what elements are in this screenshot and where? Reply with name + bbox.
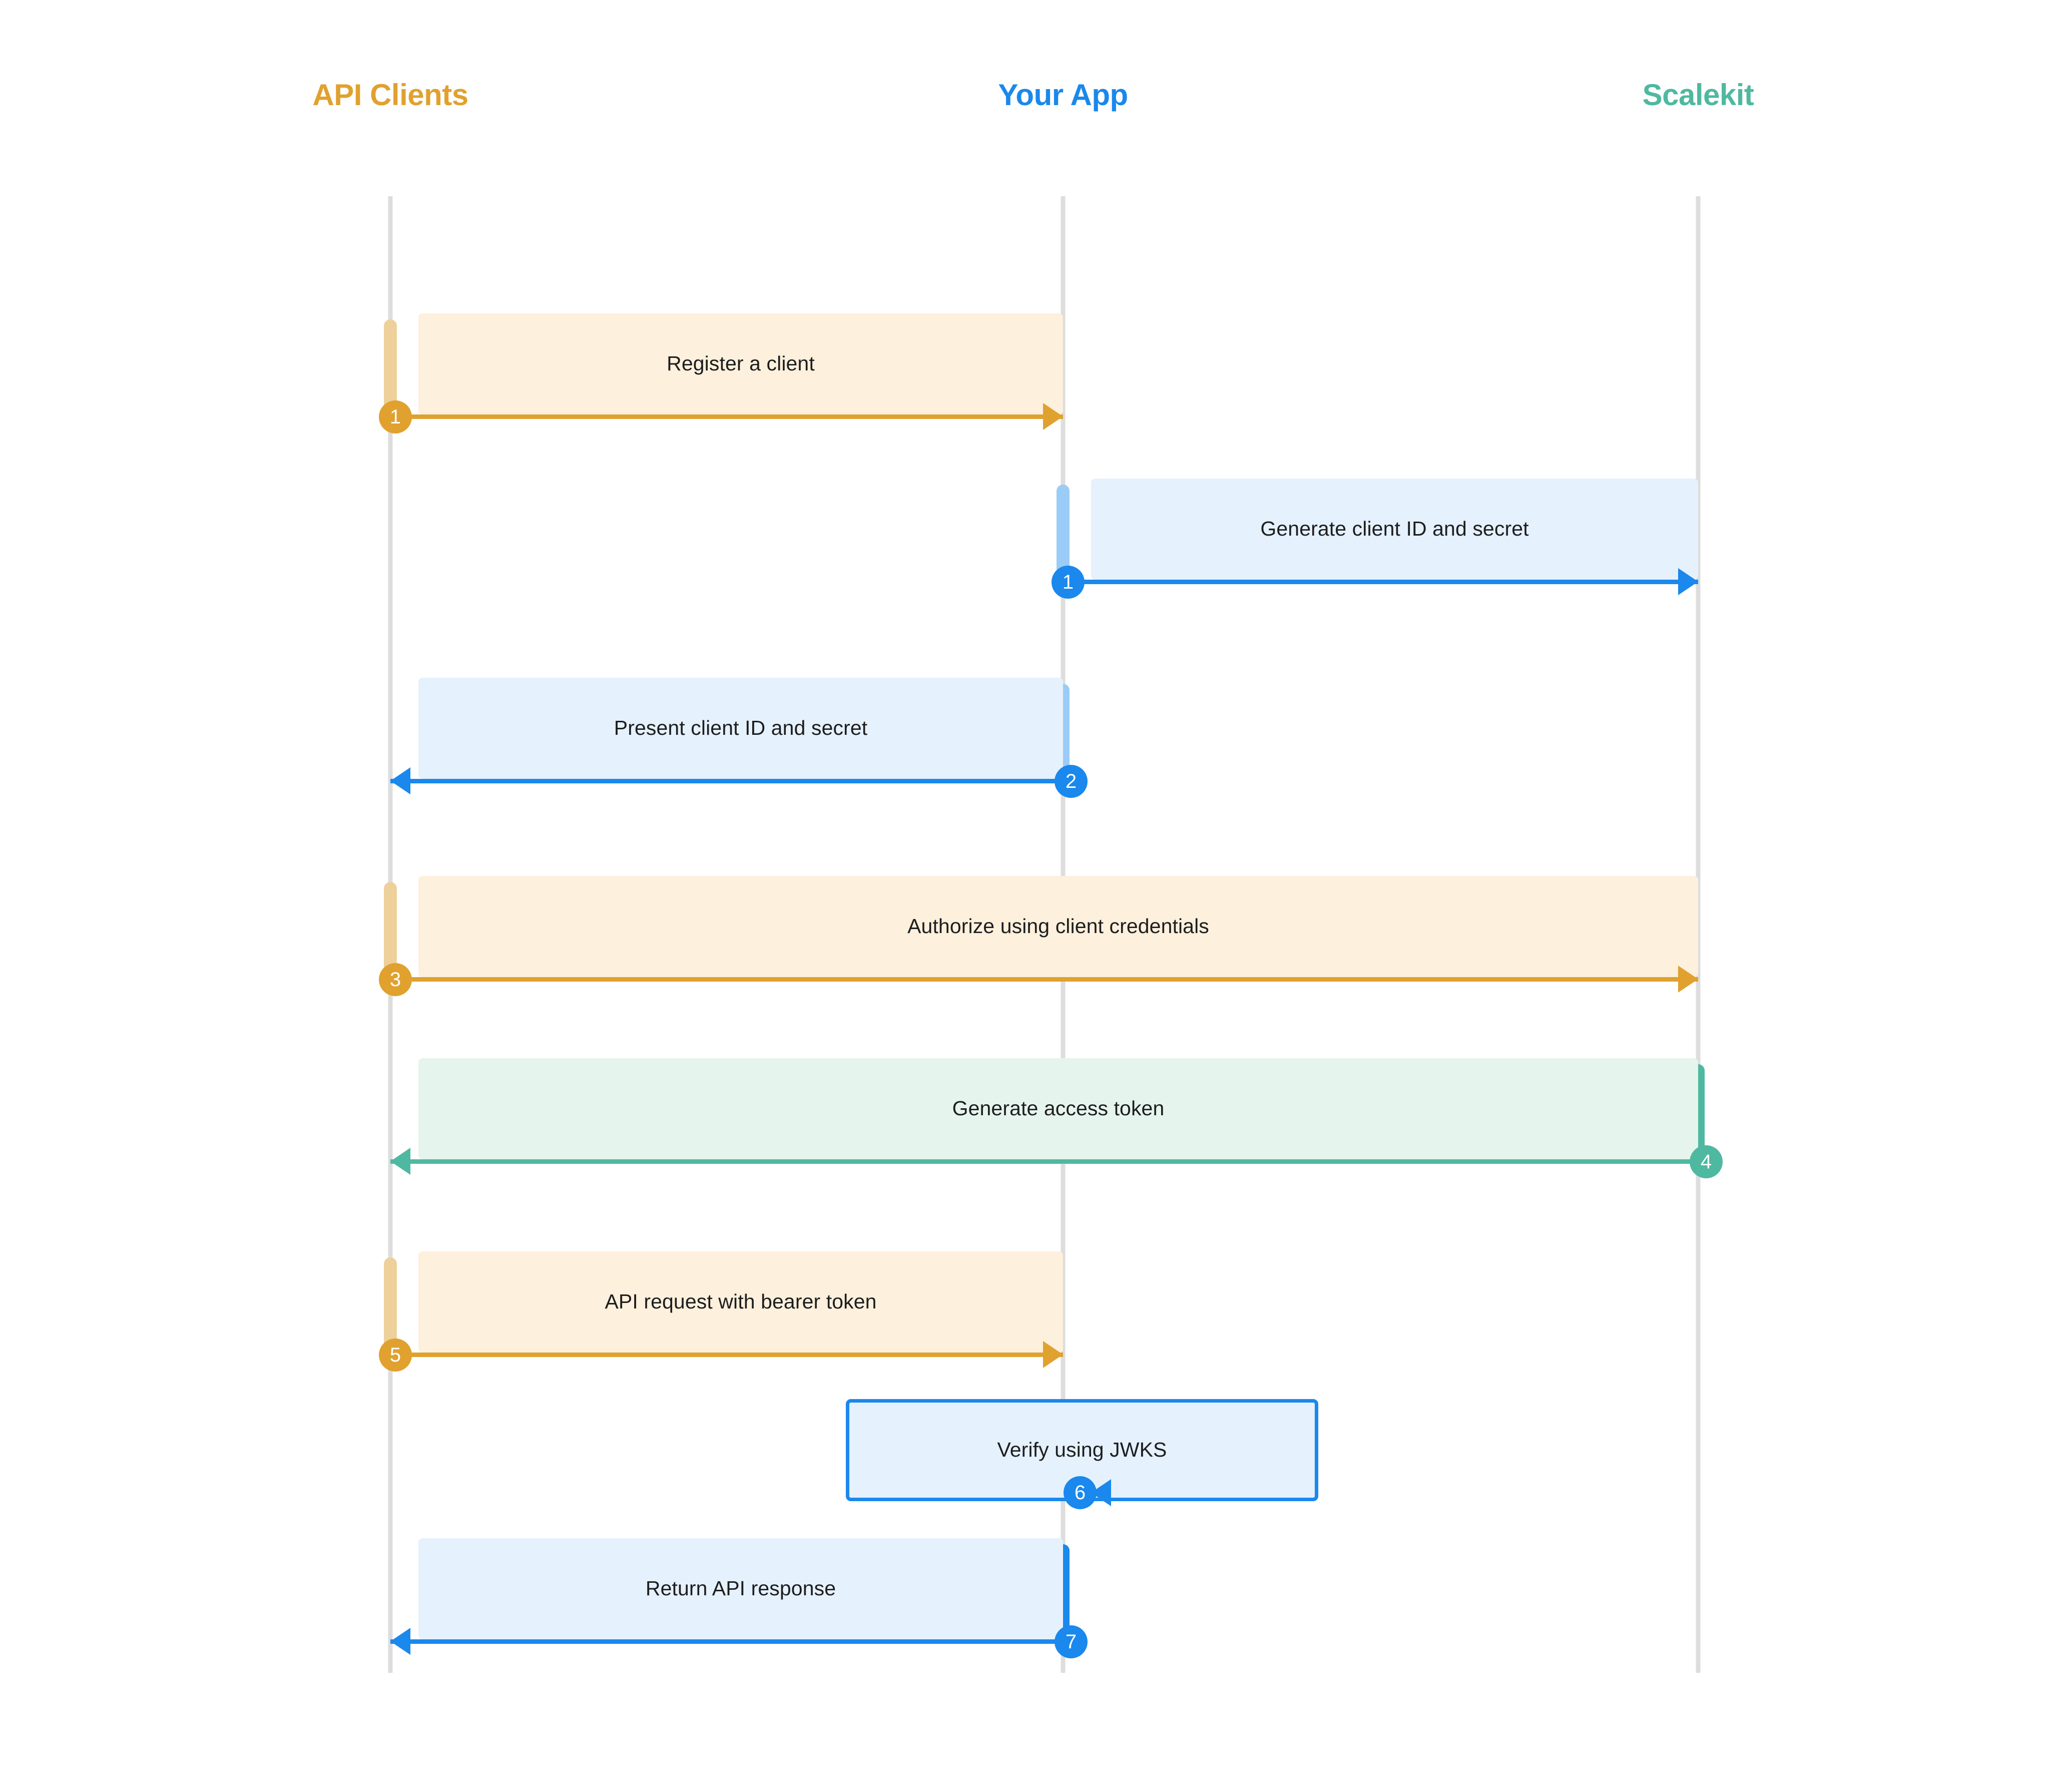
message-label-step-6: API request with bearer token	[605, 1290, 877, 1313]
activation-bar-step-2	[1057, 485, 1070, 576]
arrow-shaft-step-2	[1063, 580, 1698, 584]
step-badge-1: 1	[379, 400, 412, 433]
message-label-step-7: Verify using JWKS	[997, 1438, 1167, 1462]
step-badge-8: 7	[1055, 1625, 1088, 1658]
message-label-step-5: Generate access token	[952, 1097, 1165, 1120]
arrow-head-step-5	[390, 1148, 410, 1175]
message-band-step-8: Return API response	[418, 1538, 1063, 1639]
message-label-step-4: Authorize using client credentials	[907, 915, 1209, 938]
activation-bar-step-1	[384, 319, 397, 410]
actor-header-your-app: Your App	[998, 78, 1128, 112]
message-band-step-5: Generate access token	[418, 1058, 1698, 1159]
arrow-shaft-step-3	[390, 779, 1063, 783]
step-badge-5: 4	[1690, 1145, 1723, 1178]
arrow-shaft-step-5	[390, 1159, 1698, 1164]
arrow-shaft-step-1	[390, 414, 1063, 419]
arrow-head-step-4	[1678, 966, 1698, 993]
step-badge-6: 5	[379, 1339, 412, 1372]
step-badge-7: 6	[1064, 1476, 1097, 1509]
message-band-step-6: API request with bearer token	[418, 1251, 1063, 1353]
arrow-shaft-step-4	[390, 977, 1698, 982]
step-badge-4: 3	[379, 963, 412, 996]
arrow-head-step-3	[390, 767, 410, 794]
activation-bar-step-4	[384, 882, 397, 973]
arrow-shaft-step-6	[390, 1353, 1063, 1357]
arrow-shaft-step-8	[390, 1639, 1063, 1644]
actor-header-scalekit: Scalekit	[1642, 78, 1754, 112]
actor-header-api-clients: API Clients	[312, 78, 468, 112]
message-band-step-1: Register a client	[418, 313, 1063, 414]
step-badge-3: 2	[1055, 765, 1088, 798]
message-band-step-2: Generate client ID and secret	[1091, 479, 1698, 580]
message-band-step-4: Authorize using client credentials	[418, 876, 1698, 977]
lifeline-scalekit	[1696, 196, 1701, 1673]
arrow-head-step-6	[1043, 1341, 1063, 1368]
arrow-head-step-1	[1043, 403, 1063, 430]
step-badge-2: 1	[1052, 566, 1085, 599]
arrow-head-step-2	[1678, 568, 1698, 595]
message-label-step-2: Generate client ID and secret	[1260, 517, 1529, 541]
arrow-head-step-8	[390, 1628, 410, 1655]
message-label-step-8: Return API response	[645, 1577, 836, 1600]
activation-bar-step-6	[384, 1257, 397, 1349]
message-label-step-3: Present client ID and secret	[614, 716, 868, 740]
message-label-step-1: Register a client	[667, 352, 815, 375]
message-band-step-3: Present client ID and secret	[418, 678, 1063, 779]
